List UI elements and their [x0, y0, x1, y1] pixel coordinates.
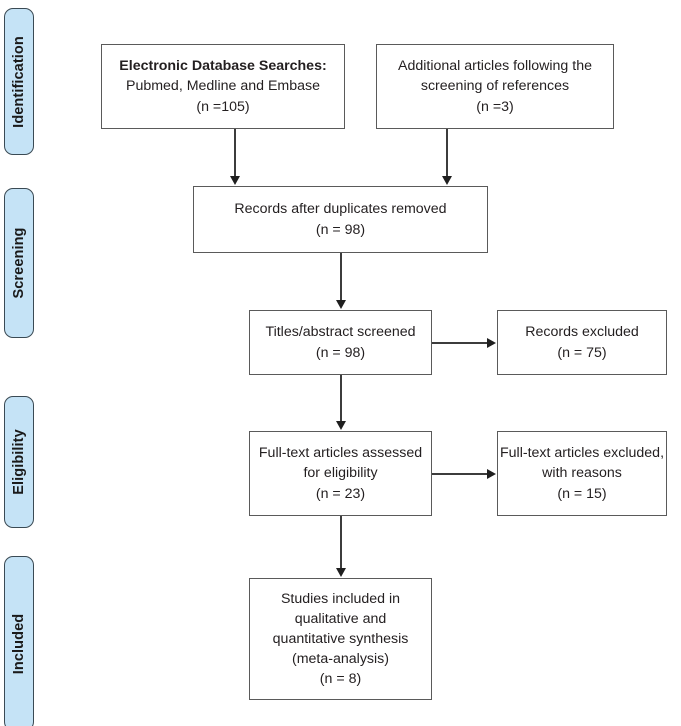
connector-titles-to-fulltext [340, 375, 342, 422]
box-duplicates-removed-line-2: (n = 98) [315, 221, 366, 238]
box-records-excluded: Records excluded (n = 75) [497, 310, 667, 375]
box-additional-articles: Additional articles following the screen… [376, 44, 614, 129]
box-fulltext-excluded-line-3: (n = 15) [557, 485, 607, 502]
phase-label-identification-text: Identification [11, 35, 27, 128]
box-duplicates-removed: Records after duplicates removed (n = 98… [193, 186, 488, 253]
box-studies-included-line-5: (n = 8) [319, 671, 362, 688]
phase-label-included: Included [4, 556, 34, 726]
box-studies-included-line-1: Studies included in [280, 590, 401, 607]
box-additional-articles-line-2: screening of references [420, 78, 570, 95]
phase-label-screening: Screening [4, 188, 34, 338]
connector-duplicates-to-titles [340, 253, 342, 301]
box-additional-articles-line-3: (n =3) [476, 98, 514, 115]
connector-fulltext-to-excluded [432, 473, 488, 475]
box-titles-screened: Titles/abstract screened (n = 98) [249, 310, 432, 375]
arrowhead-additional-to-duplicates [441, 176, 452, 185]
box-fulltext-assessed-line-3: (n = 23) [315, 485, 366, 502]
box-fulltext-assessed: Full-text articles assessed for eligibil… [249, 431, 432, 516]
box-fulltext-assessed-line-2: for eligibility [303, 465, 378, 482]
box-records-excluded-line-1: Records excluded [525, 324, 639, 341]
box-database-searches-line-1: Electronic Database Searches: [119, 58, 327, 75]
arrowhead-duplicates-to-titles [335, 300, 346, 309]
phase-label-identification: Identification [4, 8, 34, 155]
box-duplicates-removed-line-1: Records after duplicates removed [234, 201, 447, 218]
arrowhead-fulltext-to-excluded [487, 468, 496, 479]
phase-label-eligibility-text: Eligibility [11, 429, 27, 495]
phase-label-eligibility: Eligibility [4, 396, 34, 528]
arrowhead-fulltext-to-included [335, 568, 346, 577]
connector-additional-to-duplicates [446, 129, 448, 177]
box-database-searches-line-2: Pubmed, Medline and Embase [125, 78, 320, 95]
phase-label-included-text: Included [11, 613, 27, 674]
box-studies-included-line-2: qualitative and [294, 610, 387, 627]
connector-database-to-duplicates [234, 129, 236, 177]
connector-titles-to-excluded [432, 342, 488, 344]
box-fulltext-excluded: Full-text articles excluded, with reason… [497, 431, 667, 516]
box-database-searches-line-3: (n =105) [196, 98, 250, 115]
box-additional-articles-line-1: Additional articles following the [397, 58, 592, 75]
box-database-searches: Electronic Database Searches: Pubmed, Me… [101, 44, 345, 129]
phase-label-screening-text: Screening [11, 227, 27, 299]
arrowhead-database-to-duplicates [229, 176, 240, 185]
box-titles-screened-line-2: (n = 98) [315, 344, 366, 361]
box-fulltext-assessed-line-1: Full-text articles assessed [258, 445, 423, 462]
box-studies-included-line-4: (meta-analysis) [292, 651, 389, 668]
box-titles-screened-line-1: Titles/abstract screened [265, 324, 416, 341]
box-fulltext-excluded-line-2: with reasons [542, 465, 622, 482]
box-records-excluded-line-2: (n = 75) [557, 344, 607, 361]
arrowhead-titles-to-fulltext [335, 421, 346, 430]
box-studies-included-line-3: quantitative synthesis [272, 630, 409, 647]
box-studies-included: Studies included in qualitative and quan… [249, 578, 432, 700]
box-fulltext-excluded-line-1: Full-text articles excluded, [500, 445, 665, 462]
connector-fulltext-to-included [340, 516, 342, 569]
arrowhead-titles-to-excluded [487, 337, 496, 348]
